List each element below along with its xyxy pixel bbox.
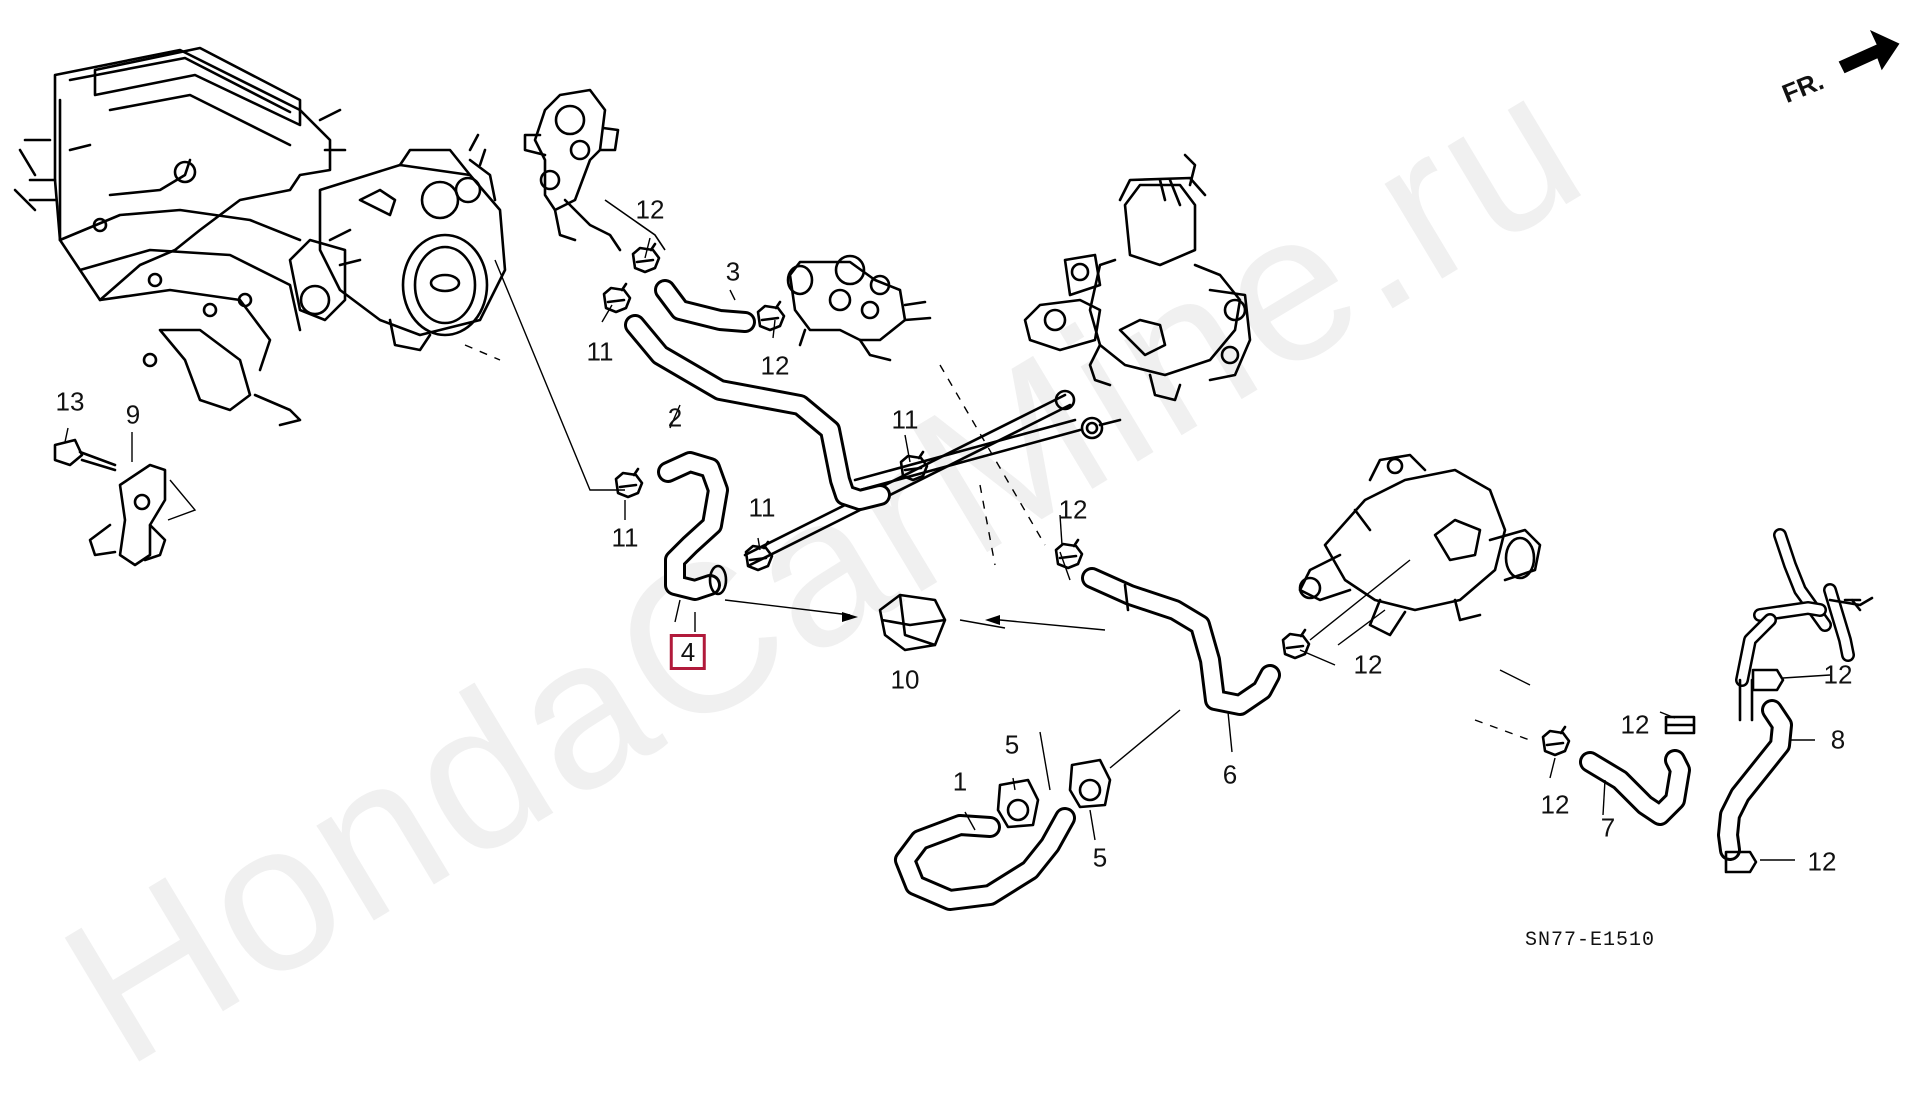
diagram-code: SN77-E1510 bbox=[1525, 929, 1656, 952]
callout-6: 6 bbox=[1222, 759, 1238, 790]
callout-7: 7 bbox=[1600, 812, 1616, 843]
egr-valve-illustration bbox=[1023, 153, 1252, 402]
throttle-body-illustration bbox=[288, 133, 507, 352]
clamps bbox=[602, 242, 1785, 874]
intake-manifold-illustration bbox=[13, 46, 347, 427]
bracket-9-and-bolt-13 bbox=[53, 438, 197, 567]
callout-1: 1 bbox=[952, 766, 968, 797]
callout-5-upper: 5 bbox=[1004, 729, 1020, 760]
callout-8: 8 bbox=[1830, 724, 1846, 755]
metal-pipes bbox=[743, 389, 1122, 567]
hoses bbox=[624, 279, 1793, 911]
callout-4-highlighted[interactable]: 4 bbox=[669, 634, 707, 670]
callout-9: 9 bbox=[125, 399, 141, 430]
callout-11-a: 11 bbox=[586, 336, 614, 367]
diagram-drawing bbox=[13, 29, 1900, 911]
callout-12-c: 12 bbox=[1058, 494, 1088, 525]
callout-5-lower: 5 bbox=[1092, 842, 1108, 873]
thermostat-housing-illustration bbox=[1298, 453, 1542, 637]
callout-12-d: 12 bbox=[1353, 649, 1383, 680]
parts-diagram: HondaCarMine.ru bbox=[13, 23, 1900, 1109]
y-fitting-hoses bbox=[1735, 528, 1874, 722]
callout-12-b: 12 bbox=[760, 350, 790, 381]
callout-12-a: 12 bbox=[635, 194, 665, 225]
callout-10: 10 bbox=[890, 664, 920, 695]
iac-valve-illustration bbox=[786, 254, 932, 362]
callout-12-e: 12 bbox=[1540, 789, 1570, 820]
callout-11-d: 11 bbox=[748, 492, 776, 523]
callout-12-h: 12 bbox=[1807, 846, 1837, 877]
callout-11-c: 11 bbox=[611, 522, 639, 553]
callout-13: 13 bbox=[55, 386, 85, 417]
eacv-valve-illustration bbox=[523, 88, 666, 252]
front-direction-arrow bbox=[1838, 29, 1900, 74]
callout-3: 3 bbox=[725, 256, 741, 287]
callout-2: 2 bbox=[667, 402, 683, 433]
leader-lines bbox=[64, 237, 1831, 861]
callout-12-g: 12 bbox=[1823, 659, 1853, 690]
callout-12-f: 12 bbox=[1620, 709, 1650, 740]
callout-11-b: 11 bbox=[891, 404, 919, 435]
